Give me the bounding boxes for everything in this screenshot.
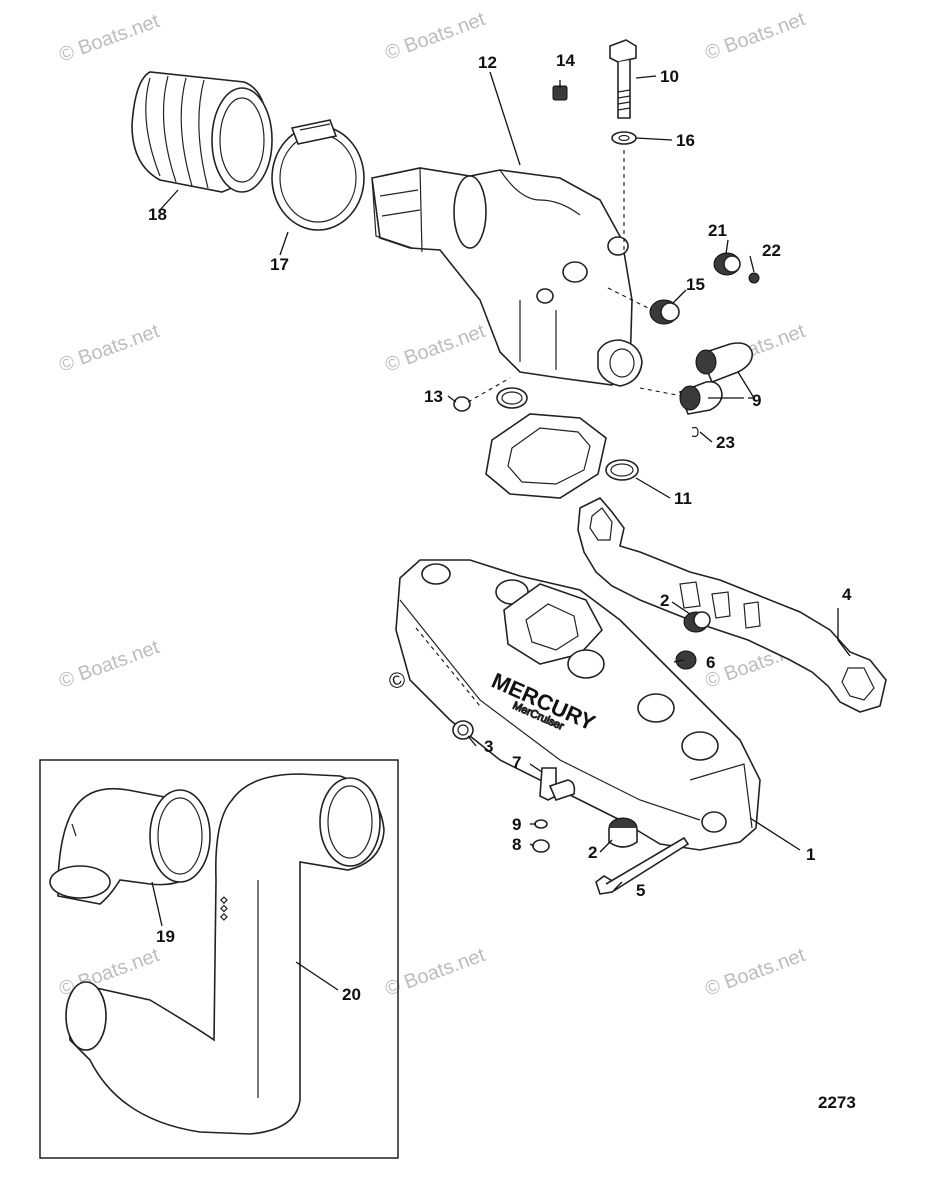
watermark: © Boats.net bbox=[382, 8, 488, 65]
part-18-hose-clamp bbox=[271, 119, 365, 231]
callout-16: 15 bbox=[686, 275, 705, 294]
part-11-bolt bbox=[609, 39, 637, 119]
callout-15: 14 bbox=[556, 51, 575, 70]
part-24-clip bbox=[691, 426, 699, 438]
part-17-washer bbox=[611, 131, 637, 145]
callout-4: 4 bbox=[842, 585, 852, 604]
callout-9: 9 bbox=[512, 815, 521, 834]
callout-13: 12 bbox=[478, 53, 497, 72]
callout-22: 21 bbox=[708, 221, 727, 240]
part-16-plug bbox=[649, 299, 680, 325]
part-13-exhaust-elbow bbox=[371, 167, 643, 387]
part-2-plug-lower bbox=[608, 817, 638, 848]
callout-18: 17 bbox=[270, 255, 289, 274]
part-8-plug bbox=[532, 839, 550, 853]
callout-12: 11 bbox=[674, 489, 692, 508]
callout-19: 18 bbox=[148, 205, 167, 224]
callout-24: 23 bbox=[716, 433, 735, 452]
part-7-elbow-fitting bbox=[539, 767, 576, 801]
callout-21: 20 bbox=[342, 985, 361, 1004]
part-15-plug bbox=[552, 85, 568, 101]
callout-3: 3 bbox=[484, 737, 493, 756]
part-20-elbow-hose bbox=[49, 787, 211, 905]
watermark: © Boats.net bbox=[702, 944, 808, 1001]
part-19-exhaust-sleeve bbox=[131, 71, 273, 193]
alignment-lines bbox=[415, 150, 683, 707]
callout-2-lower: 2 bbox=[588, 843, 597, 862]
watermark: © Boats.net bbox=[56, 636, 162, 693]
part-2-plug-upper bbox=[683, 611, 711, 633]
part-3-ring bbox=[452, 720, 474, 740]
callout-14: 13 bbox=[424, 387, 443, 406]
part-1-exhaust-manifold: MERCURY MerCruiser bbox=[395, 559, 761, 851]
callouts: 18 17 12 14 10 16 21 22 15 9 23 13 11 4 … bbox=[148, 51, 852, 1004]
callout-11: 10 bbox=[660, 67, 679, 86]
watermark: © Boats.net bbox=[382, 320, 488, 377]
callout-7: 7 bbox=[512, 753, 521, 772]
watermark: © Boats.net bbox=[702, 8, 808, 65]
hose-stamp: ◆ ◆ ◆ bbox=[219, 896, 228, 920]
part-5-bolt bbox=[595, 836, 690, 895]
watermark: © Boats.net bbox=[56, 10, 162, 67]
callout-20: 19 bbox=[156, 927, 175, 946]
part-23-plug bbox=[748, 272, 760, 284]
part-12-gasket bbox=[485, 387, 639, 499]
part-9-washer bbox=[534, 819, 548, 829]
callout-8: 8 bbox=[512, 835, 521, 854]
part-10-hose-fittings bbox=[678, 342, 754, 415]
watermark: © Boats.net bbox=[56, 320, 162, 377]
callout-23: 22 bbox=[762, 241, 781, 260]
callout-5: 5 bbox=[636, 881, 645, 900]
diagram-id: 2273 bbox=[818, 1093, 856, 1112]
callout-2-upper: 2 bbox=[660, 591, 669, 610]
part-4-manifold-gasket bbox=[577, 497, 887, 713]
part-21-j-hose: ◆ ◆ ◆ bbox=[65, 773, 385, 1135]
callout-1: 1 bbox=[806, 845, 815, 864]
inset-box: ◆ ◆ ◆ bbox=[39, 759, 399, 1159]
leader-lines bbox=[151, 71, 851, 991]
callout-17: 16 bbox=[676, 131, 695, 150]
callout-6: 6 bbox=[706, 653, 715, 672]
part-22-plug bbox=[713, 252, 741, 276]
part-14-plug bbox=[453, 396, 471, 412]
part-6-plug bbox=[675, 650, 697, 670]
callout-10: 9 bbox=[752, 391, 761, 410]
